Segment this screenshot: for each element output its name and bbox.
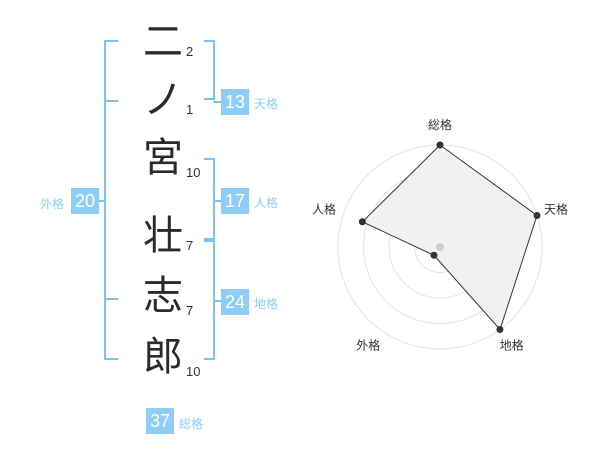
chikaku-value-badge: 24 bbox=[221, 289, 249, 315]
radar-axis-label-2: 天格 bbox=[544, 201, 568, 216]
gaikaku-value-badge: 20 bbox=[71, 188, 99, 214]
stroke-count-5: 7 bbox=[186, 303, 194, 318]
chikaku-label: 地格 bbox=[254, 297, 279, 311]
stroke-count-3: 10 bbox=[186, 165, 201, 180]
radar-point-5 bbox=[358, 218, 366, 226]
stroke-count-1: 2 bbox=[186, 44, 194, 59]
radar-point-1 bbox=[436, 141, 444, 149]
jinkaku-value-badge: 17 bbox=[221, 188, 249, 214]
radar-point-4 bbox=[430, 251, 438, 259]
radar-point-3 bbox=[496, 326, 504, 334]
name-char-3: 宮 bbox=[143, 135, 183, 181]
radar-center-dot bbox=[436, 243, 444, 251]
name-char-1: 二 bbox=[143, 19, 183, 65]
name-char-2: ノ bbox=[143, 77, 183, 123]
soukaku-label: 総格 bbox=[179, 417, 204, 431]
tenkaku-label: 天格 bbox=[254, 97, 279, 111]
radar-points bbox=[358, 141, 541, 334]
stroke-count-2: 1 bbox=[186, 102, 194, 117]
radar-axis-label-1: 総格 bbox=[428, 117, 452, 132]
radar-axis-label-5: 人格 bbox=[312, 201, 336, 216]
soukaku-value-badge: 37 bbox=[146, 408, 174, 434]
gaikaku-label: 外格 bbox=[40, 197, 65, 211]
tenkaku-value-badge: 13 bbox=[221, 89, 249, 115]
stroke-count-4: 7 bbox=[186, 238, 194, 253]
radar-data-shape bbox=[361, 144, 538, 331]
name-char-6: 郎 bbox=[143, 334, 183, 380]
name-char-4: 壮 bbox=[143, 213, 183, 259]
radar-axis-label-4: 外格 bbox=[356, 338, 380, 353]
name-char-5: 志 bbox=[143, 273, 183, 319]
stroke-count-6: 10 bbox=[186, 364, 201, 379]
radar-axis-label-3: 地格 bbox=[500, 338, 524, 353]
jinkaku-label: 人格 bbox=[254, 196, 279, 210]
radar-point-2 bbox=[533, 211, 541, 219]
